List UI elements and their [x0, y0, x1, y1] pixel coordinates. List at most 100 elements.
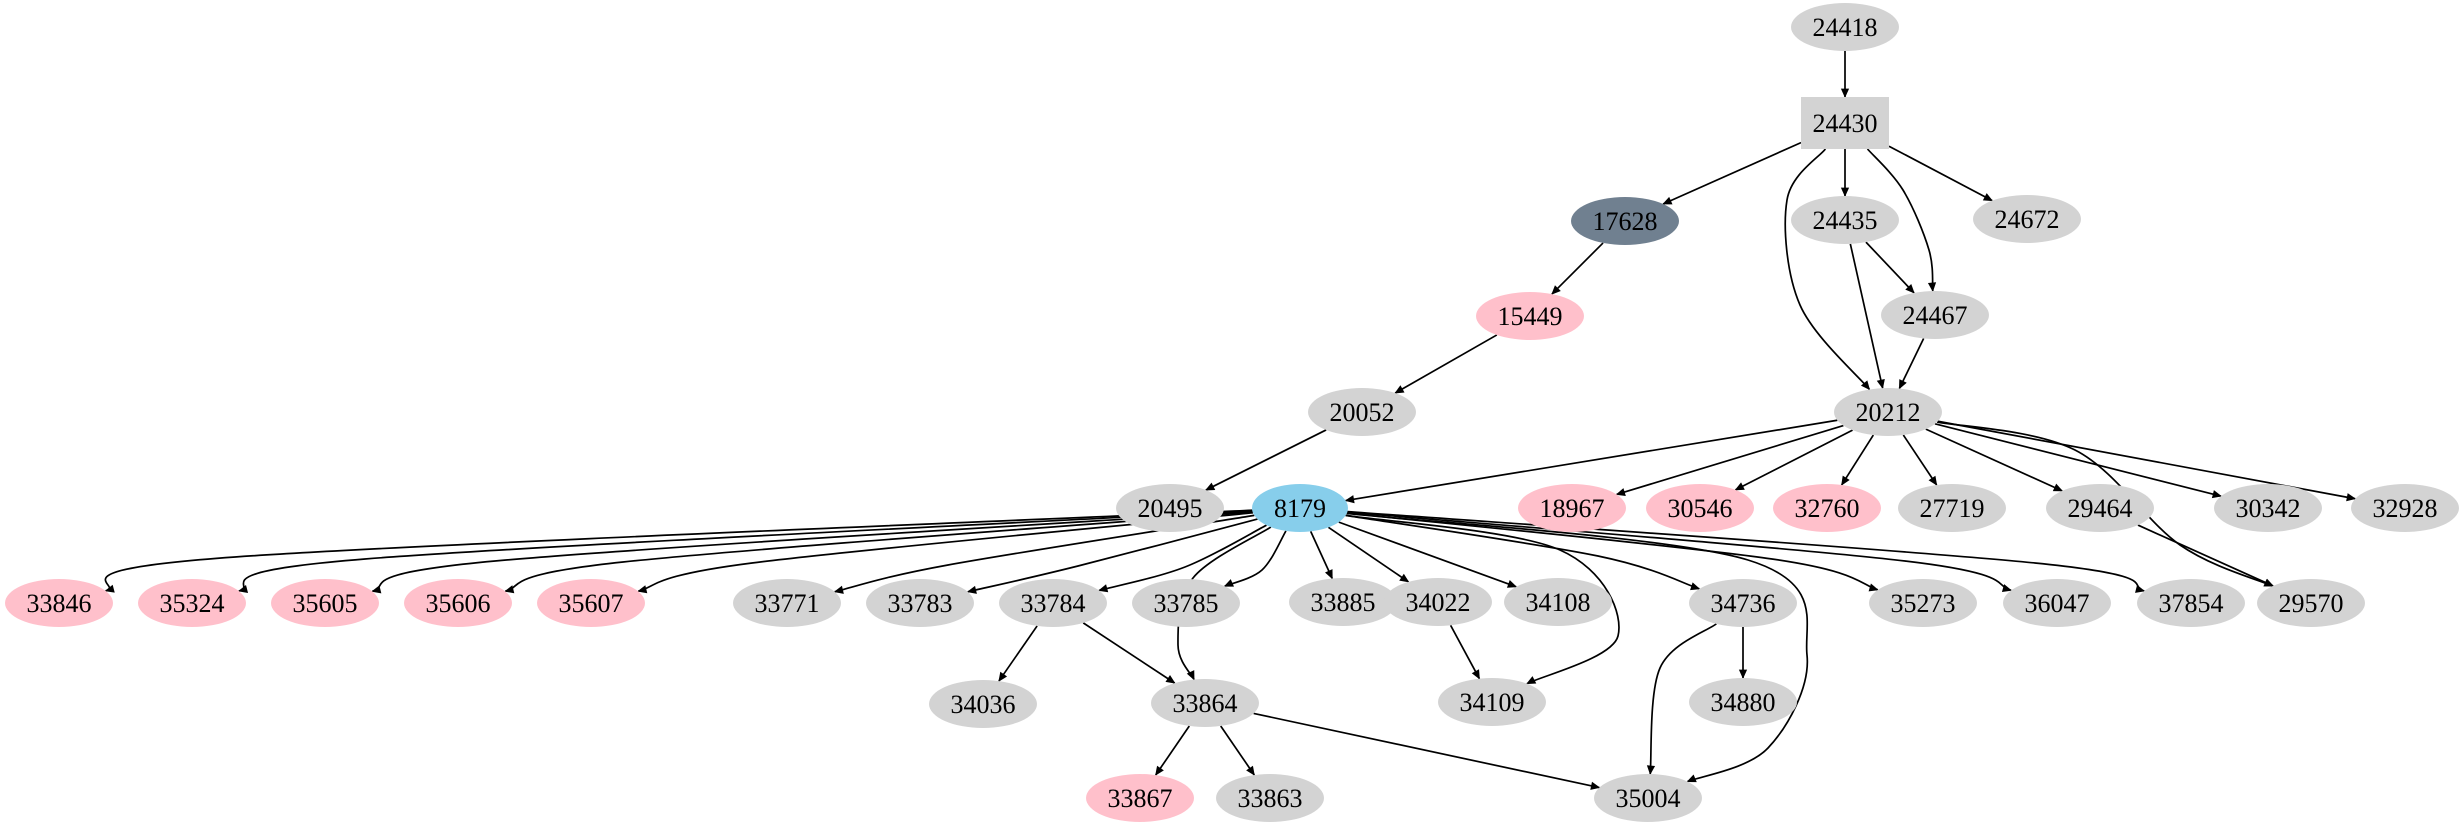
- edge-8179-36047: [1347, 511, 2013, 593]
- node-label-20495: 20495: [1138, 494, 1203, 523]
- node-35004: 35004: [1594, 774, 1702, 822]
- edge-33784-34036: [998, 625, 1038, 682]
- edge-29464-29570: [2137, 524, 2274, 587]
- node-20212: 20212: [1834, 388, 1942, 436]
- node-label-34036: 34036: [951, 690, 1016, 719]
- node-24430: 24430: [1801, 97, 1889, 149]
- node-35324: 35324: [138, 579, 246, 627]
- node-ellipse-shape: [1881, 291, 1989, 339]
- edge-17628-15449: [1551, 242, 1604, 295]
- edge-8179-34022: [1327, 526, 1410, 583]
- node-ellipse-shape: [1898, 484, 2006, 532]
- edge-34736-35004: [1646, 623, 1717, 775]
- node-24435: 24435: [1791, 196, 1899, 244]
- node-24418: 24418: [1791, 3, 1899, 51]
- node-27719: 27719: [1898, 484, 2006, 532]
- node-label-37854: 37854: [2159, 589, 2224, 618]
- node-33885: 33885: [1289, 578, 1397, 626]
- node-label-30342: 30342: [2236, 494, 2301, 523]
- node-34108: 34108: [1504, 578, 1612, 626]
- edge-8179-33846: [104, 509, 1253, 593]
- node-label-35004: 35004: [1616, 784, 1681, 813]
- node-35606: 35606: [404, 579, 512, 627]
- node-ellipse-shape: [1869, 579, 1977, 627]
- node-34880: 34880: [1689, 678, 1797, 726]
- node-label-33867: 33867: [1108, 784, 1173, 813]
- node-34022: 34022: [1384, 578, 1492, 626]
- node-36047: 36047: [2003, 579, 2111, 627]
- edge-24435-24467: [1865, 241, 1915, 294]
- edge-33784-33864: [1082, 622, 1176, 684]
- node-33863: 33863: [1216, 774, 1324, 822]
- node-label-33885: 33885: [1311, 588, 1376, 617]
- node-label-18967: 18967: [1540, 494, 1605, 523]
- edge-24430-24672: [1888, 145, 1994, 202]
- edge-20212-8179: [1344, 419, 1838, 504]
- node-ellipse-shape: [1086, 774, 1194, 822]
- node-33864: 33864: [1151, 679, 1259, 727]
- edge-33864-33863: [1220, 725, 1255, 776]
- node-label-35605: 35605: [293, 589, 358, 618]
- node-ellipse-shape: [1791, 3, 1899, 51]
- node-ellipse-shape: [1252, 484, 1348, 532]
- edge-8179-33785: [1223, 530, 1287, 588]
- node-label-35607: 35607: [559, 589, 624, 618]
- node-ellipse-shape: [1646, 484, 1754, 532]
- node-label-24672: 24672: [1995, 205, 2060, 234]
- node-ellipse-shape: [1151, 679, 1259, 727]
- node-label-15449: 15449: [1498, 302, 1563, 331]
- edge-33864-35004: [1253, 712, 1601, 790]
- edge-24430-17628: [1662, 141, 1802, 205]
- node-ellipse-shape: [404, 579, 512, 627]
- edge-8179-35605: [371, 510, 1253, 594]
- node-label-35606: 35606: [426, 589, 491, 618]
- edge-24467-20212: [1898, 338, 1925, 390]
- node-label-32760: 32760: [1795, 494, 1860, 523]
- node-label-32928: 32928: [2373, 494, 2438, 523]
- node-label-33783: 33783: [888, 589, 953, 618]
- edge-20212-30342: [1934, 423, 2222, 499]
- edge-24430-24467: [1866, 148, 1937, 292]
- edge-15449-20052: [1394, 334, 1498, 394]
- node-label-34022: 34022: [1406, 588, 1471, 617]
- node-label-33785: 33785: [1154, 589, 1219, 618]
- node-ellipse-shape: [2003, 579, 2111, 627]
- node-label-34880: 34880: [1711, 688, 1776, 717]
- node-30342: 30342: [2214, 484, 2322, 532]
- node-ellipse-shape: [999, 579, 1107, 627]
- node-15449: 15449: [1476, 292, 1584, 340]
- node-label-33784: 33784: [1021, 589, 1086, 618]
- node-ellipse-shape: [1504, 578, 1612, 626]
- edge-20052-20495: [1205, 429, 1327, 491]
- node-ellipse-shape: [1476, 292, 1584, 340]
- node-label-24467: 24467: [1903, 301, 1968, 330]
- node-33771: 33771: [733, 579, 841, 627]
- node-label-34109: 34109: [1460, 688, 1525, 717]
- edge-8179-37854: [1347, 510, 2146, 593]
- node-label-34736: 34736: [1711, 589, 1776, 618]
- node-33784: 33784: [999, 579, 1107, 627]
- node-ellipse-shape: [1773, 484, 1881, 532]
- node-label-27719: 27719: [1920, 494, 1985, 523]
- edge-20212-29464: [1925, 428, 2064, 492]
- node-label-33864: 33864: [1173, 689, 1238, 718]
- node-label-30546: 30546: [1668, 494, 1733, 523]
- node-18967: 18967: [1518, 484, 1626, 532]
- node-ellipse-shape: [2137, 579, 2245, 627]
- node-17628: 17628: [1571, 197, 1679, 245]
- edge-layer: [104, 51, 2357, 790]
- node-label-29570: 29570: [2279, 589, 2344, 618]
- node-29570: 29570: [2257, 579, 2365, 627]
- node-label-35324: 35324: [160, 589, 225, 618]
- node-ellipse-shape: [1384, 578, 1492, 626]
- node-ellipse-shape: [1594, 774, 1702, 822]
- edge-8179-34736: [1345, 514, 1701, 591]
- node-ellipse-shape: [271, 579, 379, 627]
- node-20052: 20052: [1308, 388, 1416, 436]
- node-ellipse-shape: [2046, 484, 2154, 532]
- edge-20212-32760: [1840, 434, 1875, 486]
- node-37854: 37854: [2137, 579, 2245, 627]
- node-box-shape: [1801, 97, 1889, 149]
- node-35605: 35605: [271, 579, 379, 627]
